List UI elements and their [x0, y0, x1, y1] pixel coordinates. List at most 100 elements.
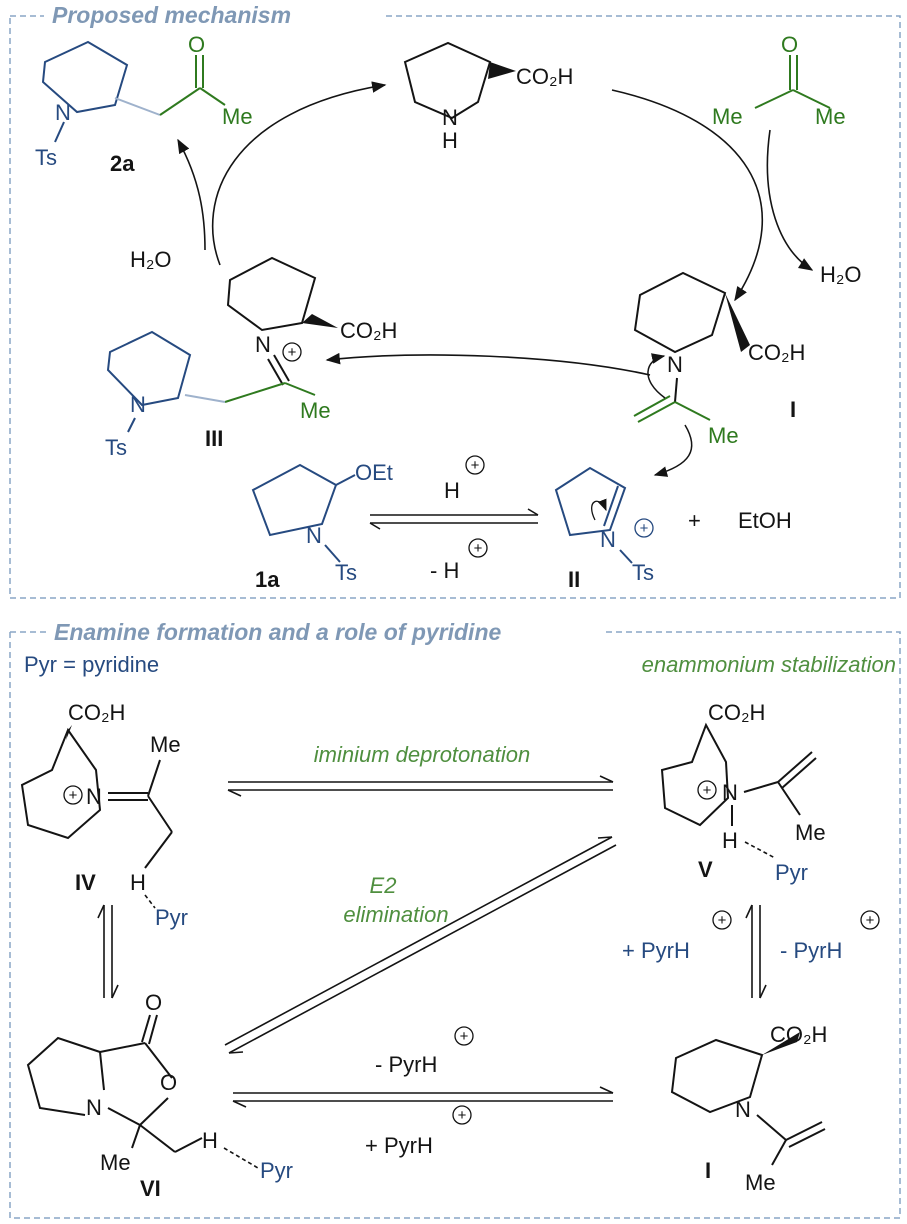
I2-label: I: [705, 1158, 711, 1183]
V-label: V: [698, 857, 713, 882]
panel1-title: Proposed mechanism: [52, 2, 291, 28]
p2a-o: O: [188, 32, 205, 57]
IV-n: N: [86, 784, 102, 809]
water-in: H₂O: [130, 247, 172, 272]
1a-ts: Ts: [335, 560, 357, 585]
III-n: N: [255, 332, 271, 357]
iminium-II: N + Ts II + EtOH: [554, 466, 792, 592]
pyr-definition: Pyr = pyridine: [24, 652, 159, 677]
side-minus-pyrh-charge: +: [866, 912, 875, 929]
substrate-1a: OEt N Ts 1a: [251, 460, 393, 592]
V-me: Me: [795, 820, 826, 845]
iminium-deprotonation: iminium deprotonation: [314, 742, 530, 767]
eq-minus-h: - H: [430, 558, 459, 583]
VI-o-ring: O: [160, 1070, 177, 1095]
side-plus-pyrh: + PyrH: [622, 938, 690, 963]
IV-co2h: CO₂H: [68, 700, 125, 725]
I2-me: Me: [745, 1170, 776, 1195]
v-i-equilibrium: + PyrH + - PyrH +: [622, 904, 880, 999]
III-label: III: [205, 426, 223, 451]
IV-me: Me: [150, 732, 181, 757]
acetone-me-left: Me: [712, 104, 743, 129]
VI-label: VI: [140, 1176, 161, 1201]
II-plus: +: [640, 520, 649, 537]
eq-h: H: [444, 478, 460, 503]
panel2-frame: [9, 631, 901, 1219]
IV-h: H: [130, 870, 146, 895]
iminium-IV: CO₂H + N Me H Pyr IV: [20, 700, 188, 930]
proline-co2h: CO₂H: [516, 64, 573, 89]
acetone: O Me Me: [712, 32, 846, 129]
acetone-me-right: Me: [815, 104, 846, 129]
III-ts: Ts: [105, 435, 127, 460]
p2a-me: Me: [222, 104, 253, 129]
III-co2h: CO₂H: [340, 318, 397, 343]
V-co2h: CO₂H: [708, 700, 765, 725]
panel-proposed-mechanism: Proposed mechanism CO₂H N H O Me Me: [9, 2, 901, 599]
II-ts: Ts: [632, 560, 654, 585]
bottom-plus-pyrh-charge: +: [458, 1107, 467, 1124]
V-pyr: Pyr: [775, 860, 808, 885]
iminium-III: CO₂H N + Me N Ts III: [105, 256, 397, 460]
III-plus: +: [288, 344, 297, 361]
enamine-I: CO₂H N Me I: [633, 271, 805, 477]
etoh: EtOH: [738, 508, 792, 533]
VI-me: Me: [100, 1150, 131, 1175]
eq-minus-plus: +: [474, 540, 483, 557]
VI-n: N: [86, 1095, 102, 1120]
side-minus-pyrh: - PyrH: [780, 938, 842, 963]
e2-line2: elimination: [343, 902, 448, 927]
I2-n: N: [735, 1097, 751, 1122]
VI-h: H: [202, 1128, 218, 1153]
stabilization-note: enammonium stabilization: [642, 652, 896, 677]
enamine-I-bottom: CO₂H N Me I: [670, 1022, 827, 1195]
I-me: Me: [708, 423, 739, 448]
IV-label: IV: [75, 870, 96, 895]
II-label: II: [568, 567, 580, 592]
III-me: Me: [300, 398, 331, 423]
cycle-arrows: H₂O H₂O: [130, 81, 862, 376]
proline-n: N: [442, 105, 458, 130]
VI-pyr: Pyr: [260, 1158, 293, 1183]
I-n: N: [667, 352, 683, 377]
deprotonation-equilibrium: iminium deprotonation: [227, 742, 614, 797]
p2a-ts: Ts: [35, 145, 57, 170]
plus-sign: +: [688, 508, 701, 533]
bottom-minus-pyrh-charge: +: [460, 1028, 469, 1045]
VI-o-carbonyl: O: [145, 990, 162, 1015]
I-label: I: [790, 397, 796, 422]
vi-i-equilibrium: - PyrH + + PyrH +: [232, 1026, 614, 1158]
iv-vi-equilibrium: [97, 904, 119, 999]
proline-h: H: [442, 128, 458, 153]
II-n: N: [600, 527, 616, 552]
I-co2h: CO₂H: [748, 340, 805, 365]
acid-equilibrium: H + - H +: [369, 455, 539, 583]
acetone-o: O: [781, 32, 798, 57]
product-2a: O Me N Ts 2a: [35, 32, 253, 176]
side-plus-pyrh-charge: +: [718, 912, 727, 929]
panel2-title: Enamine formation and a role of pyridine: [54, 619, 501, 645]
oxazolidinone-VI: O O N Me H Pyr VI: [26, 990, 293, 1201]
p2a-n: N: [55, 100, 71, 125]
IV-pyr: Pyr: [155, 905, 188, 930]
panel1-frame: [9, 15, 901, 599]
p2a-label: 2a: [110, 151, 135, 176]
V-h: H: [722, 828, 738, 853]
IV-plus: +: [69, 787, 78, 804]
water-out: H₂O: [820, 262, 862, 287]
proline-catalyst: CO₂H N H: [403, 41, 573, 153]
1a-n: N: [306, 523, 322, 548]
I2-co2h: CO₂H: [770, 1022, 827, 1047]
V-plus: +: [703, 782, 712, 799]
e2-line1: E2: [370, 873, 397, 898]
bottom-plus-pyrh: + PyrH: [365, 1133, 433, 1158]
e2-elimination: E2 elimination: [224, 836, 617, 1054]
III-n2: N: [130, 392, 146, 417]
eq-h-plus: +: [471, 457, 480, 474]
1a-label: 1a: [255, 567, 280, 592]
enammonium-V: CO₂H + N Me H Pyr V: [660, 700, 826, 885]
bottom-minus-pyrh: - PyrH: [375, 1052, 437, 1077]
V-n: N: [722, 780, 738, 805]
panel-enamine-formation: Enamine formation and a role of pyridine…: [9, 619, 901, 1219]
